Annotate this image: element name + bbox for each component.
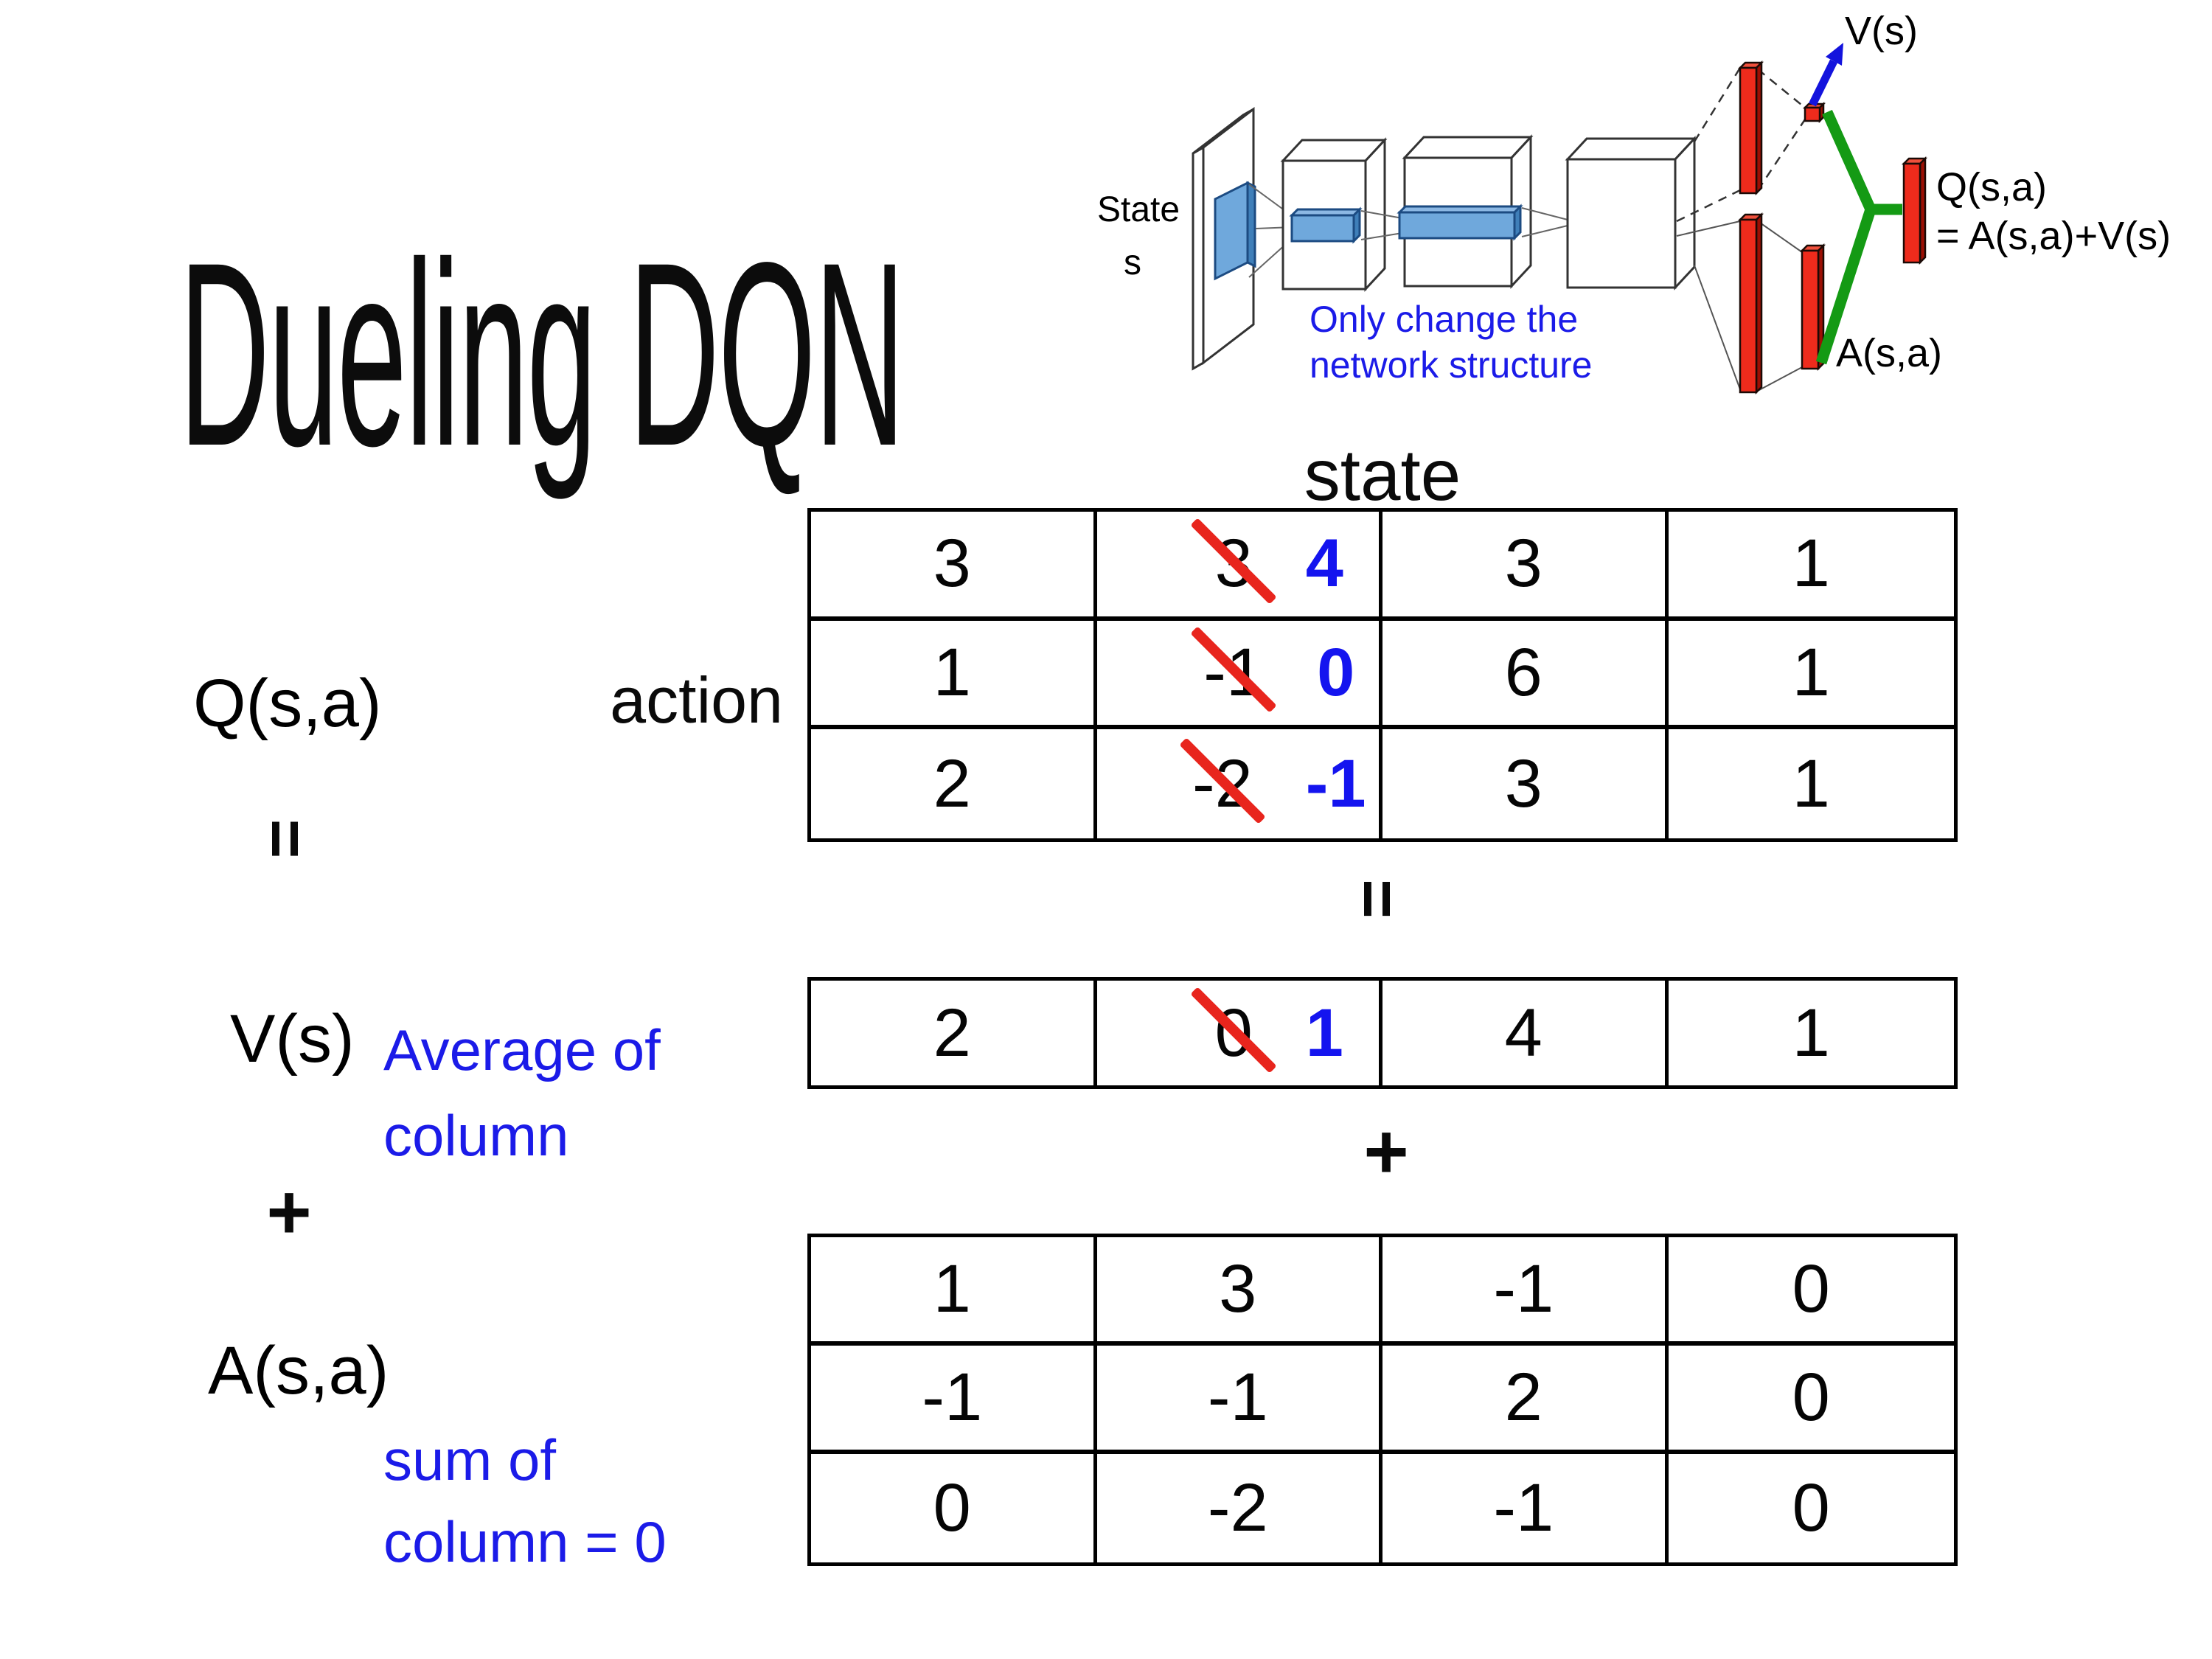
diagram-note-line1: Only change the: [1310, 299, 1578, 340]
v-table: 2 0 1 4 1: [807, 977, 1958, 1089]
table-cell: 4: [1382, 981, 1669, 1085]
v-matrix-label: V(s): [230, 1001, 355, 1077]
table-cell: 1: [1792, 995, 1830, 1071]
old-value-wrap: 3: [1190, 517, 1277, 605]
a-table: 1 3 -1 0 -1 -1 2 0 0 -2 -1 0: [807, 1234, 1958, 1566]
table-cell: 0: [811, 1454, 1097, 1562]
conv-filter-patch: [1214, 181, 1256, 281]
plus-left: +: [266, 1169, 312, 1256]
equals-rotated-left: =: [248, 818, 324, 859]
table-cell: 3: [811, 512, 1097, 621]
value-fc-bar: [1737, 60, 1764, 196]
conv-cone-3: [1521, 207, 1568, 237]
new-value: -1: [1305, 745, 1366, 821]
table-cell: 0: [1668, 1237, 1954, 1346]
q-output-bar: [1901, 156, 1928, 265]
equals-rotated-center: =: [1340, 879, 1415, 919]
table-cell: -2: [1097, 1454, 1382, 1562]
diagram-q-label: Q(s,a): [1936, 165, 2047, 209]
table-cell: 0: [1792, 1470, 1830, 1545]
table-cell: -1: [1382, 1237, 1669, 1346]
diagram-v-label: V(s): [1845, 9, 1918, 53]
table-cell-crossed: -2 -1: [1097, 729, 1382, 838]
advantage-vector-bar: [1799, 243, 1826, 372]
advantage-stream-links: [1676, 220, 1803, 392]
table-cell: 2: [811, 981, 1097, 1085]
q-matrix-label: Q(s,a): [193, 666, 382, 741]
table-cell: 2: [1382, 1346, 1669, 1454]
table-cell: 3: [1096, 1237, 1382, 1346]
table-cell: 1: [1792, 745, 1830, 821]
diagram-a-label: A(s,a): [1836, 331, 1942, 375]
old-value-wrap: -1: [1190, 626, 1277, 713]
page-title-text: Dueling DQN: [179, 209, 905, 501]
action-axis-label: action: [610, 664, 783, 737]
new-value: 4: [1305, 526, 1343, 602]
diagram-q-formula: = A(s,a)+V(s): [1936, 214, 2171, 258]
sum-note-line2: column = 0: [383, 1509, 667, 1574]
table-cell-crossed: -1 0: [1096, 620, 1382, 730]
dueling-network-diagram: State s V(s) Q(s,a) = A(s,a)+V(s) A(s,a)…: [1097, 9, 2171, 395]
table-cell: 0: [1668, 1346, 1954, 1454]
advantage-fc-bar: [1737, 212, 1764, 395]
feature-map-1: [1289, 206, 1363, 244]
diagram-state-label: State: [1097, 190, 1180, 229]
new-value: 1: [1305, 995, 1343, 1071]
table-cell: -1: [1096, 1346, 1382, 1454]
fc-block: [1565, 136, 1697, 291]
table-cell: 1: [1668, 512, 1954, 621]
table-cell: -1: [811, 1346, 1097, 1454]
table-cell: 1: [811, 1237, 1097, 1346]
plus-center: +: [1363, 1108, 1409, 1195]
merge-junction: [1815, 109, 1902, 365]
a-matrix-label: A(s,a): [208, 1333, 389, 1408]
table-cell: 3: [1382, 729, 1669, 838]
v-output-arrow-icon: [1809, 43, 1843, 107]
value-scalar-box: [1802, 101, 1826, 124]
old-value-wrap: -2: [1179, 737, 1266, 824]
table-cell-crossed: 3 4: [1096, 512, 1382, 621]
table-cell: 3: [1382, 512, 1669, 621]
new-value: 0: [1317, 634, 1355, 710]
sum-note-line1: sum of: [383, 1427, 557, 1492]
state-axis-label: state: [1304, 434, 1461, 515]
diagram-note-line2: network structure: [1310, 344, 1592, 386]
average-note-line2: column: [383, 1103, 569, 1168]
old-value-wrap: 0: [1190, 987, 1277, 1074]
table-cell: 6: [1382, 620, 1669, 730]
table-cell: 1: [811, 620, 1097, 730]
feature-map-2: [1397, 204, 1523, 241]
table-cell-crossed: 0 1: [1097, 981, 1382, 1085]
table-cell: 2: [811, 729, 1097, 838]
value-stream-dashed-links: [1676, 67, 1806, 223]
table-cell: 1: [1668, 621, 1954, 730]
conv-cone-2: [1360, 210, 1403, 240]
q-table: 3 3 4 3 1 1 -1 0 6 1 2 -2 -1 3 1: [807, 508, 1958, 842]
average-note-line1: Average of: [383, 1018, 661, 1082]
table-cell: -1: [1382, 1454, 1669, 1562]
page-title: Dueling DQN: [179, 224, 1688, 486]
diagram-state-s: s: [1124, 243, 1141, 282]
